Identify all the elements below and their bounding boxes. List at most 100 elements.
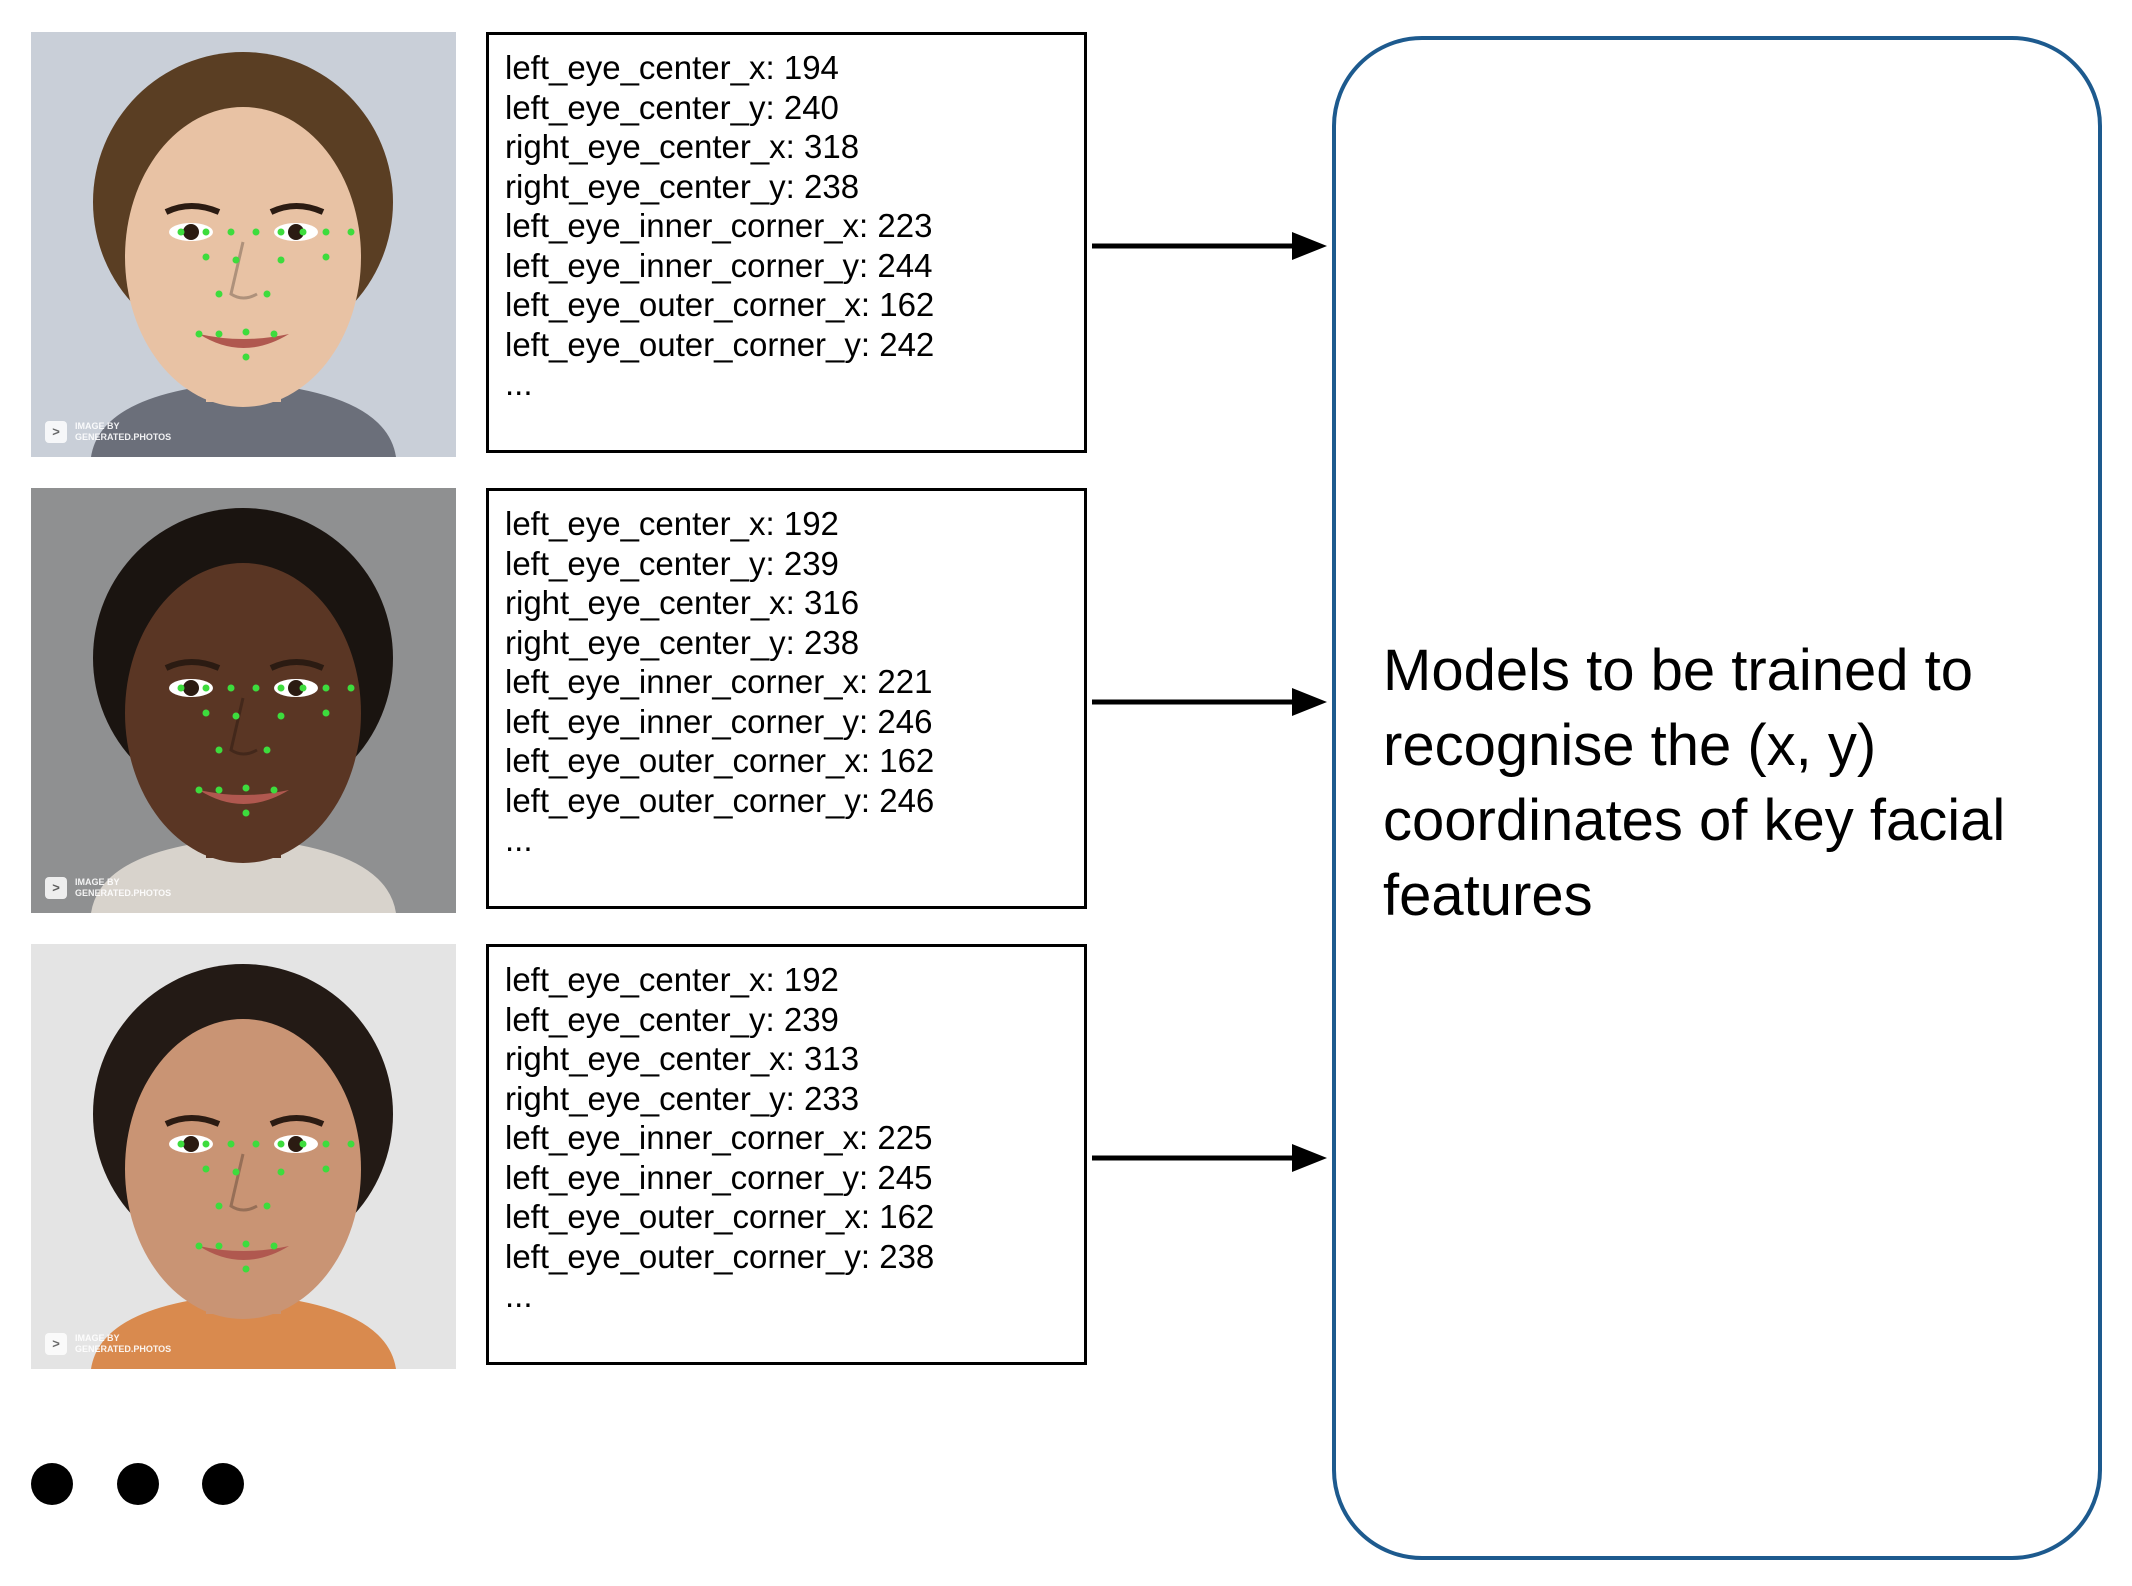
arrow-2 bbox=[1092, 688, 1327, 716]
keypoint-line: left_eye_center_y: 239 bbox=[505, 544, 839, 582]
mouth bbox=[199, 334, 289, 348]
keypoint-line: left_eye_inner_corner_x: 223 bbox=[505, 207, 933, 244]
keypoint-marker bbox=[202, 709, 210, 717]
keypoints-box-2: left_eye_center_x: 192 left_eye_center_y… bbox=[486, 488, 1087, 909]
face bbox=[125, 107, 361, 407]
keypoint-marker bbox=[263, 746, 271, 754]
keypoint-marker bbox=[202, 1140, 210, 1148]
keypoints-box-1: left_eye_center_x: 194 left_eye_center_y… bbox=[486, 32, 1087, 453]
keypoint-marker bbox=[232, 1168, 240, 1176]
keypoint-marker bbox=[252, 228, 260, 236]
keypoint-line: left_eye_inner_corner_y: 244 bbox=[505, 246, 933, 284]
face-photo-3: > IMAGE BY GENERATED.PHOTOS bbox=[31, 944, 456, 1369]
keypoint-marker bbox=[277, 256, 285, 264]
keypoint-marker bbox=[270, 330, 278, 338]
keypoint-marker bbox=[215, 290, 223, 298]
right-eyebrow bbox=[269, 203, 325, 215]
keypoint-line: left_eye_outer_corner_y: 238 bbox=[505, 1237, 935, 1275]
generated-photos-logo-icon: > bbox=[45, 877, 67, 899]
left-iris bbox=[183, 680, 199, 696]
photo-credit: > IMAGE BY GENERATED.PHOTOS bbox=[45, 1333, 171, 1355]
keypoint-line: right_eye_center_x: 316 bbox=[505, 584, 860, 621]
model-description: Models to be trained to recognise the (x… bbox=[1383, 638, 2006, 928]
keypoint-line: left_eye_inner_corner_y: 245 bbox=[505, 1158, 933, 1196]
keypoint-line: right_eye_center_x: 318 bbox=[505, 128, 860, 165]
keypoint-marker bbox=[215, 330, 223, 338]
right-iris bbox=[288, 224, 304, 240]
keypoint-line: right_eye_center_y: 238 bbox=[505, 623, 860, 661]
keypoint-line: left_eye_center_y: 239 bbox=[505, 1000, 839, 1038]
nose bbox=[229, 697, 258, 756]
generated-photos-logo-icon: > bbox=[45, 421, 67, 443]
generated-photos-logo-icon: > bbox=[45, 1333, 67, 1355]
left-iris bbox=[183, 1136, 199, 1152]
keypoint-marker bbox=[242, 353, 250, 361]
face bbox=[125, 563, 361, 863]
more-samples-dot bbox=[202, 1463, 244, 1505]
keypoint-marker bbox=[322, 684, 330, 692]
keypoint-line: right_eye_center_y: 238 bbox=[505, 167, 860, 205]
keypoint-marker bbox=[195, 1242, 203, 1250]
more-samples-dot bbox=[117, 1463, 159, 1505]
keypoint-line: left_eye_outer_corner_y: 242 bbox=[505, 325, 935, 363]
keypoint-marker bbox=[177, 1140, 185, 1148]
left-eyebrow bbox=[164, 659, 221, 671]
keypoint-marker bbox=[242, 1240, 250, 1248]
keypoint-marker bbox=[299, 228, 307, 236]
keypoint-marker bbox=[252, 1140, 260, 1148]
keypoint-marker bbox=[215, 786, 223, 794]
shoulders bbox=[91, 382, 396, 457]
keypoint-line: left_eye_outer_corner_x: 162 bbox=[505, 1198, 935, 1235]
nose bbox=[229, 241, 258, 300]
photo-credit: > IMAGE BY GENERATED.PHOTOS bbox=[45, 877, 171, 899]
ellipsis: ... bbox=[505, 1277, 533, 1314]
photo-credit: > IMAGE BY GENERATED.PHOTOS bbox=[45, 421, 171, 443]
keypoint-marker bbox=[322, 228, 330, 236]
keypoint-marker bbox=[242, 809, 250, 817]
keypoint-line: left_eye_inner_corner_x: 225 bbox=[505, 1119, 933, 1156]
keypoint-marker bbox=[195, 330, 203, 338]
left-eyebrow bbox=[164, 203, 221, 215]
keypoint-marker bbox=[322, 1140, 330, 1148]
keypoint-marker bbox=[322, 1165, 330, 1173]
photo-credit-text: IMAGE BY GENERATED.PHOTOS bbox=[75, 1333, 172, 1354]
keypoint-marker bbox=[202, 253, 210, 261]
left-iris bbox=[183, 224, 199, 240]
face-photo-2: > IMAGE BY GENERATED.PHOTOS bbox=[31, 488, 456, 913]
ellipsis: ... bbox=[505, 821, 533, 858]
arrow-3 bbox=[1092, 1144, 1327, 1172]
keypoint-marker bbox=[227, 1140, 235, 1148]
right-eyebrow bbox=[269, 659, 325, 671]
keypoint-marker bbox=[277, 684, 285, 692]
keypoint-line: left_eye_outer_corner_y: 246 bbox=[505, 781, 935, 819]
keypoint-marker bbox=[347, 1140, 355, 1148]
mouth bbox=[199, 790, 289, 804]
keypoint-line: left_eye_center_y: 240 bbox=[505, 88, 839, 126]
keypoint-line: left_eye_center_x: 192 bbox=[505, 505, 839, 542]
face-photo-1: > IMAGE BY GENERATED.PHOTOS bbox=[31, 32, 456, 457]
keypoint-marker bbox=[277, 228, 285, 236]
keypoint-marker bbox=[232, 712, 240, 720]
shoulders bbox=[91, 838, 396, 913]
right-iris bbox=[288, 1136, 304, 1152]
keypoint-marker bbox=[202, 228, 210, 236]
keypoint-marker bbox=[177, 228, 185, 236]
face-illustration-3 bbox=[31, 944, 456, 1369]
nose bbox=[229, 1153, 258, 1212]
more-samples-dot bbox=[31, 1463, 73, 1505]
keypoint-marker bbox=[263, 1202, 271, 1210]
keypoint-marker bbox=[242, 328, 250, 336]
keypoint-marker bbox=[277, 712, 285, 720]
mouth bbox=[199, 1246, 289, 1260]
face-illustration-2 bbox=[31, 488, 456, 913]
keypoint-marker bbox=[347, 684, 355, 692]
keypoint-line: right_eye_center_y: 233 bbox=[505, 1079, 860, 1117]
keypoint-marker bbox=[215, 1242, 223, 1250]
keypoint-marker bbox=[242, 784, 250, 792]
shoulders bbox=[91, 1294, 396, 1369]
right-eyebrow bbox=[269, 1115, 325, 1127]
photo-credit-text: IMAGE BY GENERATED.PHOTOS bbox=[75, 421, 172, 442]
keypoint-marker bbox=[277, 1140, 285, 1148]
keypoint-marker bbox=[270, 786, 278, 794]
photo-credit-text: IMAGE BY GENERATED.PHOTOS bbox=[75, 877, 172, 898]
